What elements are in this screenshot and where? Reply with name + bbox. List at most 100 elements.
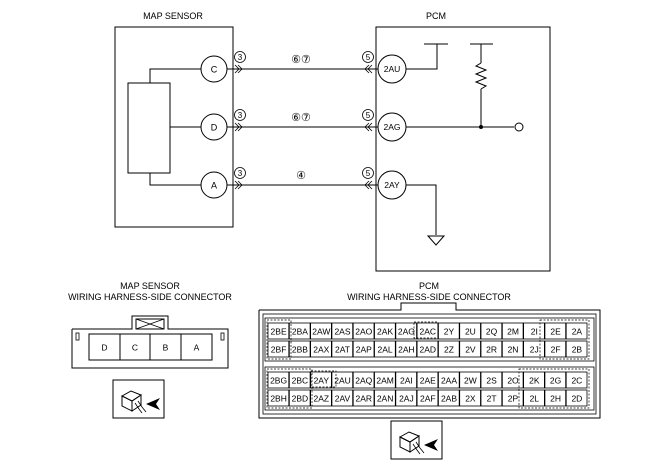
pcm-pin-cell <box>501 322 524 340</box>
pcm-pin-2k: 2K <box>529 376 540 386</box>
sensor-connector-face: D C B A <box>71 315 229 369</box>
pcm-pin-cell <box>288 322 311 340</box>
pcm-pin-2ax: 2AX <box>313 345 329 355</box>
pcm-pin-2an: 2AN <box>377 394 394 404</box>
pcm-pin-2al: 2AL <box>378 345 393 355</box>
svg-text:5: 5 <box>366 53 371 62</box>
pcm-pin-cell <box>395 371 417 389</box>
pcm-pin-2aa: 2AA <box>441 376 457 386</box>
svg-text:2AG: 2AG <box>383 122 400 132</box>
pcm-pin-cell <box>437 340 460 358</box>
sensor-wire-a <box>149 173 201 186</box>
pcm-pin-cell <box>395 322 417 340</box>
svg-text:C: C <box>211 65 218 75</box>
pcm-pin-cell <box>331 371 354 389</box>
pcm-pin-2ai: 2AI <box>400 376 413 386</box>
pcm-pin-2az: 2AZ <box>314 394 330 404</box>
pcm-pin-2e: 2E <box>550 327 561 337</box>
pcm-pin-2q: 2Q <box>486 327 498 337</box>
sensor-pin-b: B <box>163 343 169 353</box>
sensor-connector-title-1: MAP SENSOR <box>120 281 180 291</box>
pcm-pin-2ae: 2AE <box>420 376 436 386</box>
svg-text:2AU: 2AU <box>384 64 401 74</box>
pcm-pin-cell <box>331 340 354 358</box>
pcm-pin-cell <box>437 389 460 407</box>
pcm-pin-2o: 2O <box>507 376 519 386</box>
pcm-pin-cell <box>267 340 290 358</box>
pcm-title: PCM <box>426 11 446 21</box>
map-sensor-element <box>127 82 171 174</box>
pcm-pin-2g: 2G <box>550 376 561 386</box>
pcm-pin-2ac: 2AC <box>420 327 437 337</box>
pcm-pin-2au: 2AU <box>334 376 351 386</box>
pcm-pin-cell <box>395 340 417 358</box>
pcm-pin-2aq: 2AQ <box>355 376 372 386</box>
pcm-pin-2p: 2P <box>508 394 519 404</box>
pcm-pin-2ah: 2AH <box>398 345 415 355</box>
pcm-pin-cell <box>352 389 375 407</box>
pcm-pin-cell <box>288 389 311 407</box>
sensor-connector-title-2: WIRING HARNESS-SIDE CONNECTOR <box>68 292 232 302</box>
pcm-pin-cell <box>352 322 375 340</box>
pcm-pin-cell <box>480 389 503 407</box>
sensor-pin-c: C <box>132 343 138 353</box>
pcm-pin-2at: 2AT <box>335 345 350 355</box>
pcm-pin-cell <box>267 389 290 407</box>
pcm-pin-cell <box>459 371 481 389</box>
pcm-pin-cell <box>544 371 567 389</box>
pcm-pin-cell <box>480 371 503 389</box>
pcm-pin-cell <box>523 389 545 407</box>
map-sensor-title: MAP SENSOR <box>143 11 203 21</box>
harness-mark-3: ④ <box>296 170 306 182</box>
pcm-pin-cell <box>395 389 417 407</box>
pcm-pin-cell <box>480 340 503 358</box>
pcm-pin-2f: 2F <box>551 345 561 355</box>
pcm-pin-cell <box>459 322 481 340</box>
pcm-pin-cell <box>310 389 332 407</box>
pcm-pin-2bf: 2BF <box>271 345 287 355</box>
pcm-pin-2ag: 2AG <box>398 327 415 337</box>
pcm-pin-2y: 2Y <box>444 327 455 337</box>
svg-text:D: D <box>211 123 218 133</box>
pcm-pin-2b: 2B <box>572 345 583 355</box>
pcm-pin-2af: 2AF <box>420 394 436 404</box>
pcm-pin-2bh: 2BH <box>270 394 287 404</box>
open-terminal <box>514 122 524 132</box>
svg-text:3: 3 <box>238 169 243 178</box>
pcm-pin-cell <box>416 371 439 389</box>
pcm-pin-2n: 2N <box>508 345 519 355</box>
svg-text:A: A <box>211 181 217 191</box>
pcm-pin-cell <box>565 371 588 389</box>
pcm-pin-2z: 2Z <box>444 345 454 355</box>
pcm-pin-cell <box>480 322 503 340</box>
pcm-pin-cell <box>416 322 439 340</box>
pcm-connector-title-1: PCM <box>419 281 439 291</box>
pcm-pin-2w: 2W <box>464 376 477 386</box>
pcm-pin-cell <box>437 371 460 389</box>
sensor-pin-d: D <box>101 343 107 353</box>
pcm-pin-2aw: 2AW <box>312 327 330 337</box>
pcm-terminal-2au: 2AU <box>377 54 407 84</box>
pcm-pin-2d: 2D <box>571 394 582 404</box>
pcm-pin-cell <box>416 340 439 358</box>
sensor-pin-a: A <box>194 343 200 353</box>
sensor-terminal-d: D <box>200 113 228 141</box>
pcm-pin-cell <box>437 322 460 340</box>
svg-text:5: 5 <box>366 169 371 178</box>
connector-view-icon <box>112 379 165 419</box>
pcm-pin-cell <box>374 322 396 340</box>
sensor-wire-c <box>149 68 201 83</box>
pcm-pin-cell <box>331 389 354 407</box>
pcm-connector-view-icon <box>390 420 443 460</box>
pcm-pin-cell <box>267 322 290 340</box>
svg-text:3: 3 <box>238 53 243 62</box>
pcm-pin-2t: 2T <box>487 394 497 404</box>
pcm-pin-cell <box>267 371 290 389</box>
pcm-pin-2ak: 2AK <box>377 327 393 337</box>
pcm-pin-2u: 2U <box>465 327 476 337</box>
pcm-internal-circuit <box>406 43 524 246</box>
pcm-pin-2a: 2A <box>572 327 583 337</box>
pcm-pin-2j: 2J <box>530 345 539 355</box>
